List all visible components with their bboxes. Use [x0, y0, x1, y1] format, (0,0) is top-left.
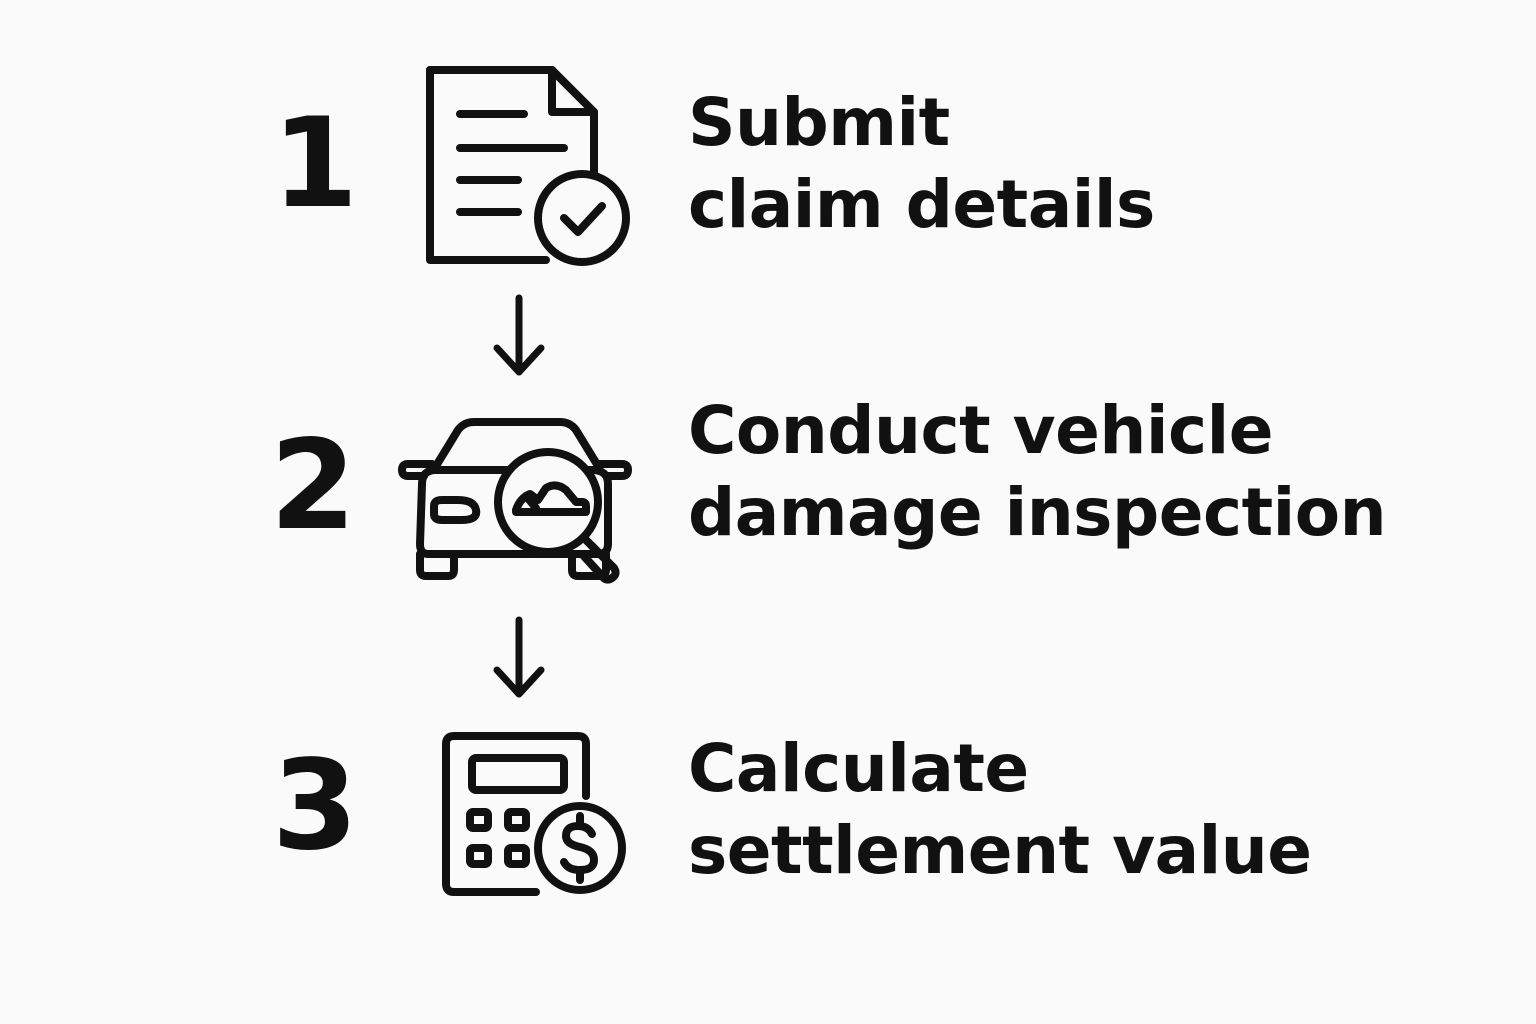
step-1-label-line-2: claim details: [688, 166, 1155, 243]
arrow-down-icon: [493, 294, 545, 376]
document-check-icon: [426, 66, 630, 266]
step-3-label: Calculate settlement value: [688, 728, 1312, 892]
step-1-label: Submit claim details: [688, 82, 1155, 246]
step-2-label-line-2: damage inspection: [688, 474, 1387, 551]
step-1-label-line-1: Submit: [688, 84, 950, 161]
step-2-number: 2: [269, 414, 357, 558]
step-2-label: Conduct vehicle damage inspection: [688, 390, 1387, 554]
step-2-label-line-1: Conduct vehicle: [688, 392, 1274, 469]
step-3-number: 3: [271, 734, 359, 878]
step-3-label-line-2: settlement value: [688, 812, 1312, 889]
arrow-down-icon: [493, 616, 545, 698]
calculator-dollar-icon: [442, 732, 626, 896]
car-inspection-icon: [398, 418, 632, 584]
step-3-label-line-1: Calculate: [688, 730, 1029, 807]
step-1-number: 1: [271, 92, 359, 236]
